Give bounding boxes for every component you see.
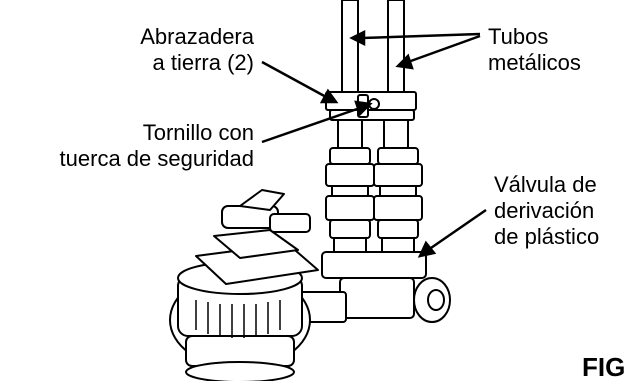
fitting-right xyxy=(373,147,423,253)
arrow-pipe-left xyxy=(349,29,481,47)
metal-pipe-left xyxy=(337,0,363,149)
label-screw-nut-line2: tuerca de seguridad xyxy=(59,146,254,171)
label-metal-pipes: Tubos metálicos xyxy=(488,24,581,76)
arrow-screw xyxy=(261,100,373,144)
label-screw-nut-line1: Tornillo con xyxy=(142,120,254,145)
label-metal-pipes-line2: metálicos xyxy=(488,50,581,75)
label-bypass-valve: Válvula de derivación de plástico xyxy=(494,172,599,250)
label-metal-pipes-line1: Tubos xyxy=(488,24,549,49)
label-ground-clamp-line1: Abrazadera xyxy=(140,24,254,49)
label-bypass-valve-line2: derivación xyxy=(494,198,595,223)
label-ground-clamp-line2: a tierra (2) xyxy=(152,50,254,75)
label-ground-clamp: Abrazadera a tierra (2) xyxy=(84,24,254,76)
label-bypass-valve-line3: de plástico xyxy=(494,224,600,249)
figure-label: FIG xyxy=(582,352,625,382)
metal-pipe-right xyxy=(383,0,409,149)
label-screw-nut: Tornillo con tuerca de seguridad xyxy=(0,120,254,172)
bypass-valve-body xyxy=(299,251,451,323)
arrow-pipe-right xyxy=(395,34,481,70)
arrow-clamp xyxy=(261,60,339,104)
arrow-valve xyxy=(417,208,487,258)
control-valve-teeth xyxy=(195,300,281,338)
control-valve-body xyxy=(169,189,319,381)
fitting-left xyxy=(325,147,375,253)
label-bypass-valve-line1: Válvula de xyxy=(494,172,597,197)
